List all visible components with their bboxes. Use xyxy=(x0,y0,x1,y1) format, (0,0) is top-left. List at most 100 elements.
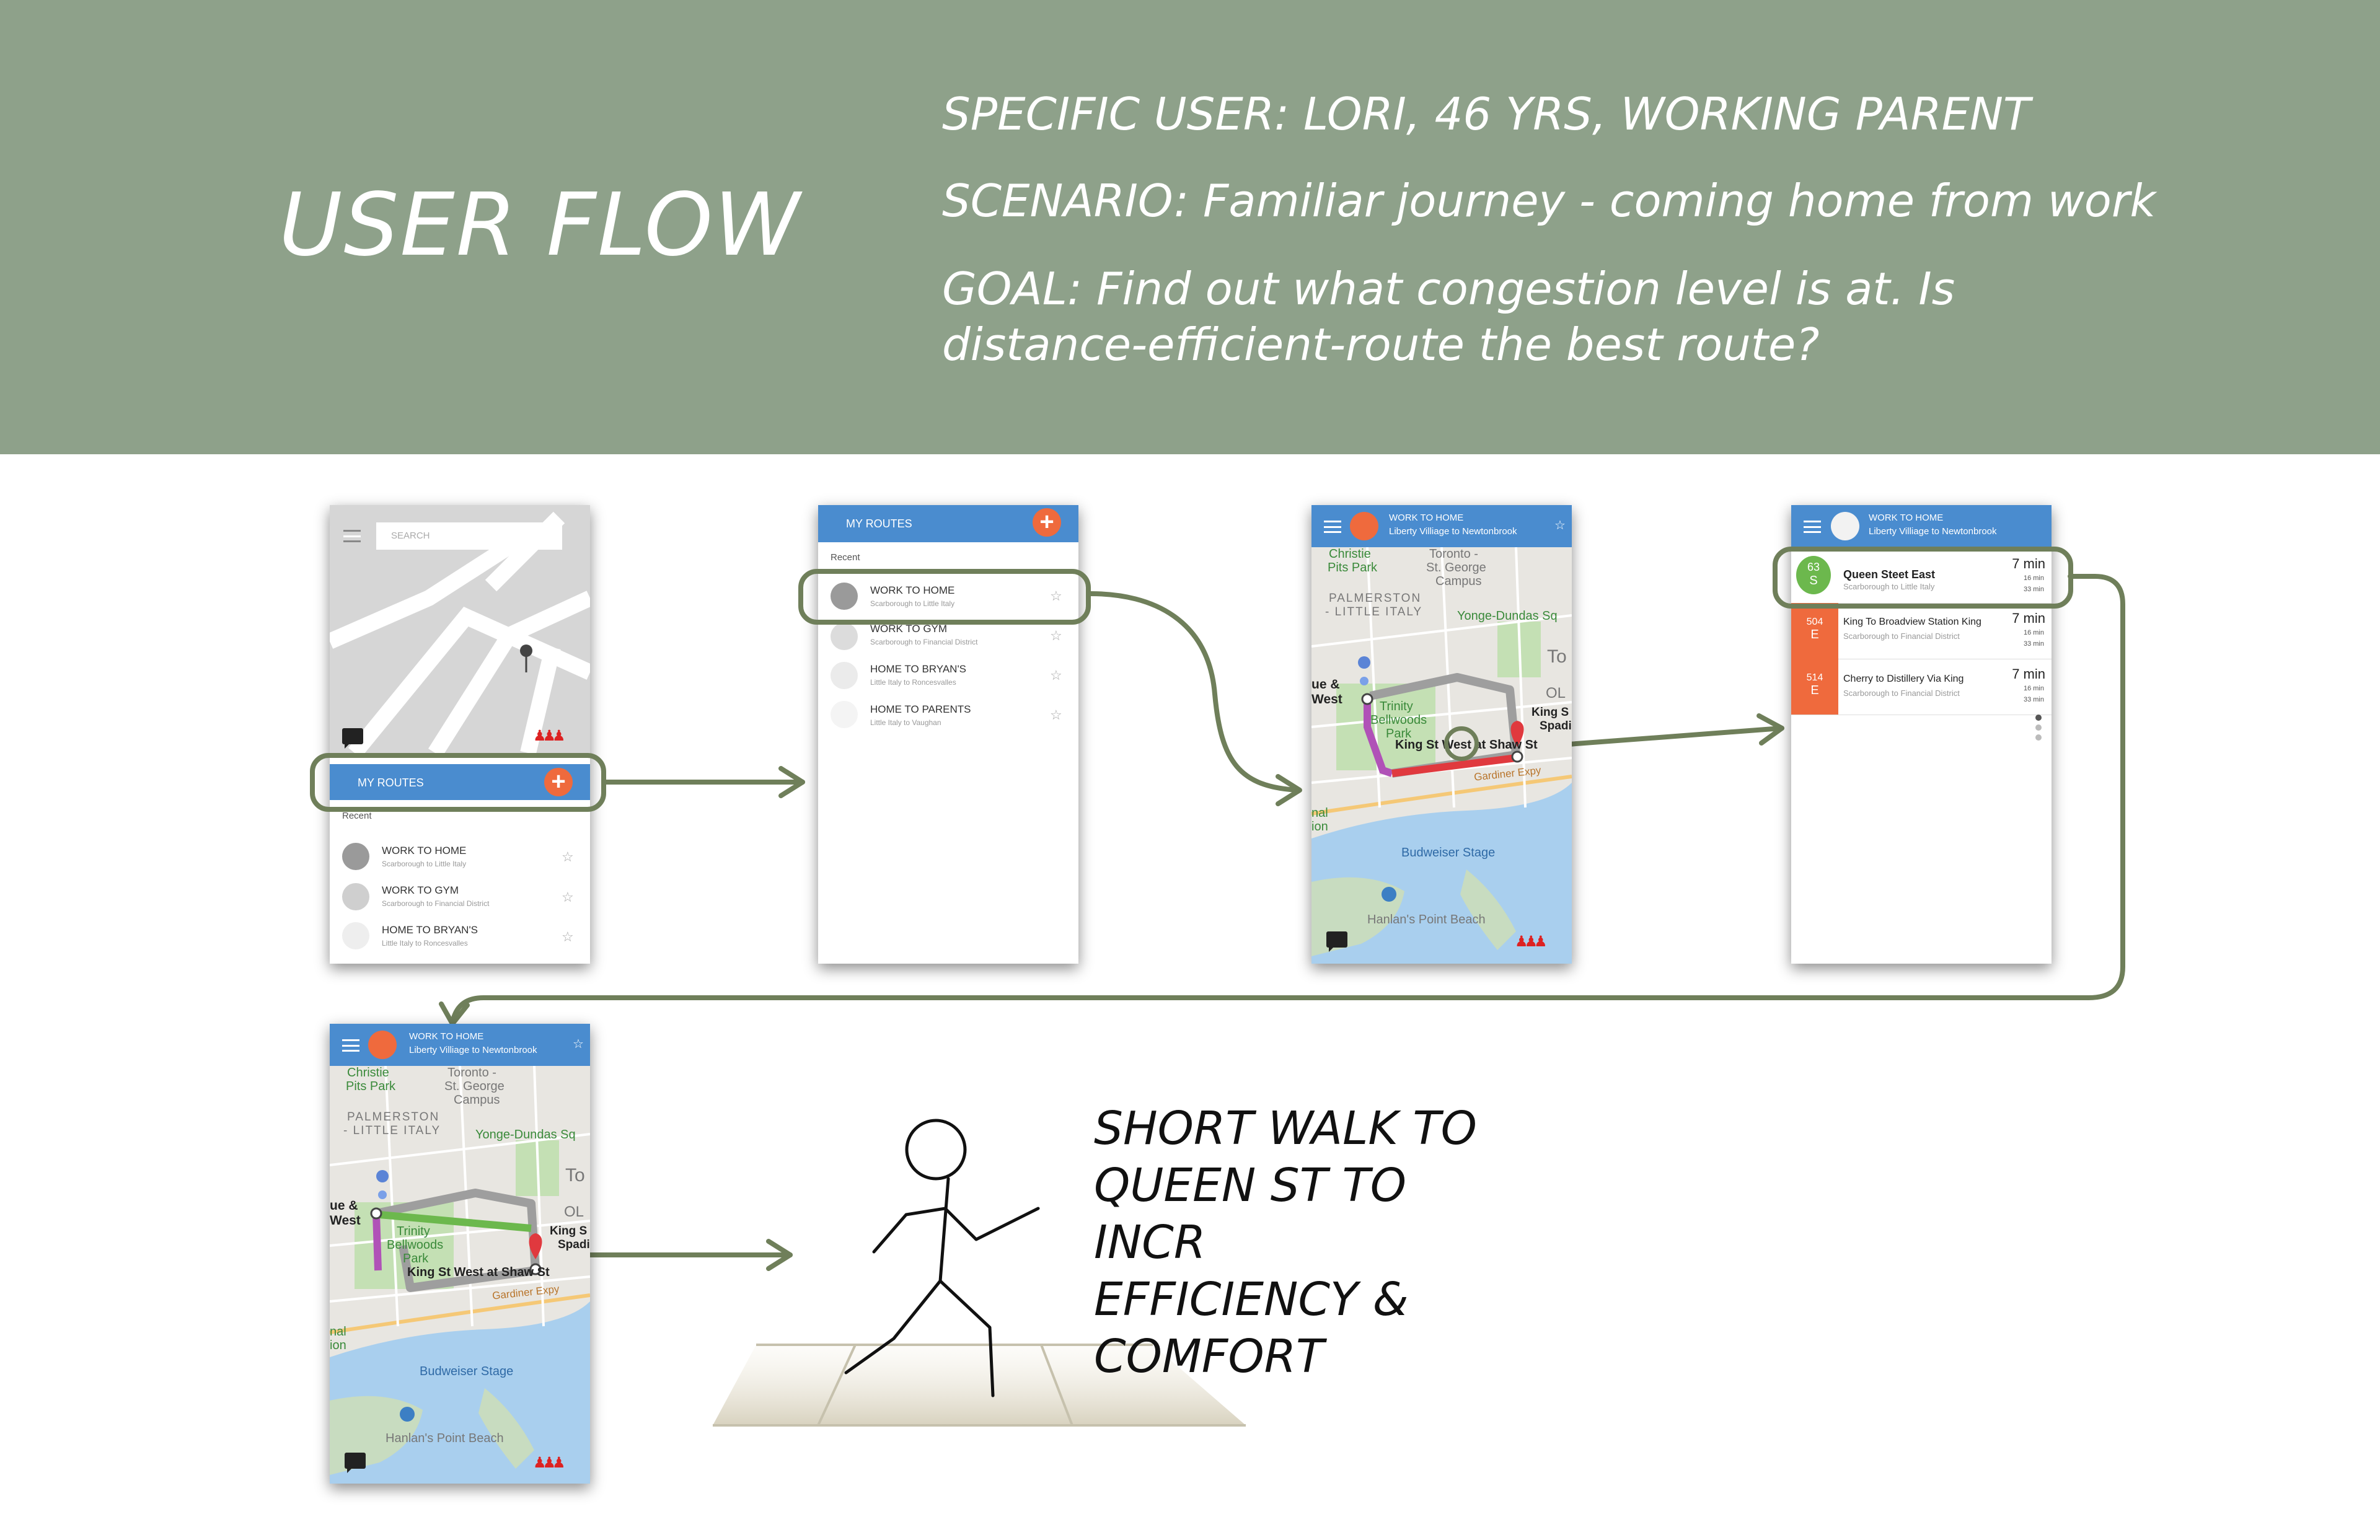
route-title[interactable]: WORK TO HOME xyxy=(382,845,467,856)
map-label: Park xyxy=(403,1252,429,1265)
menu-icon[interactable] xyxy=(1324,521,1341,533)
map-label: King S xyxy=(550,1225,588,1238)
route-subtitle: Scarborough to Financial District xyxy=(382,899,490,908)
add-route-button[interactable]: + xyxy=(1033,508,1061,537)
screen-route-options: WORK TO HOME Liberty Villiage to Newtonb… xyxy=(1791,505,2052,964)
line-number: 514 xyxy=(1806,672,1823,683)
highlight-queen-option xyxy=(1773,547,2073,609)
chat-icon[interactable] xyxy=(342,728,363,749)
route-subtitle: Little Italy to Roncesvalles xyxy=(870,678,956,687)
route-avatar xyxy=(342,843,369,870)
option-sub: Scarborough to Little Italy xyxy=(1843,582,1935,591)
star-icon[interactable]: ☆ xyxy=(1554,519,1566,532)
caption-line: INCR xyxy=(1094,1216,1206,1269)
search-bar[interactable]: SEARCH xyxy=(376,522,562,550)
arrow-3-head xyxy=(1756,713,1784,746)
map-label: St. George xyxy=(444,1080,505,1093)
highlight-work-to-home xyxy=(798,569,1091,625)
menu-icon[interactable] xyxy=(343,530,361,542)
chat-icon[interactable] xyxy=(345,1453,366,1473)
menu-icon[interactable] xyxy=(1804,521,1821,533)
map-label: OL xyxy=(1546,685,1566,702)
route-avatar xyxy=(342,922,369,949)
myroutes-bar: MY ROUTES + xyxy=(818,505,1078,542)
route-title[interactable]: HOME TO PARENTS xyxy=(870,703,971,715)
recent-label: Recent xyxy=(831,552,860,563)
caption-line: SHORT WALK TO xyxy=(1094,1102,1477,1155)
map-label: King S xyxy=(1532,706,1569,719)
crowd-icon: ♟♟♟ xyxy=(1515,933,1547,950)
option-time-3: 33 min xyxy=(2023,640,2044,648)
search-input[interactable]: SEARCH xyxy=(391,530,430,541)
specific-user-text: SPECIFIC USER: LORI, 46 YRS, WORKING PAR… xyxy=(942,88,2030,140)
goal-text-line2: distance-efficient-route the best route? xyxy=(942,319,1820,371)
myroutes-bar[interactable]: MY ROUTES + xyxy=(330,764,590,800)
line-number: 63 xyxy=(1807,561,1820,573)
transit-option[interactable]: 504 E King To Broadview Station King Sca… xyxy=(1791,603,2052,659)
route-subtitle: Little Italy to Vaughan xyxy=(870,718,941,727)
arrow-4 xyxy=(450,574,2125,1025)
transit-option[interactable]: 63 S Queen Steet East Scarborough to Lit… xyxy=(1791,547,2052,604)
map-label: West xyxy=(330,1213,361,1228)
map-label: PALMERSTON xyxy=(347,1111,440,1124)
screen-my-routes: MY ROUTES + Recent WORK TO HOME Scarboro… xyxy=(818,505,1078,964)
map-label: Budweiser Stage xyxy=(420,1365,514,1378)
map-label: Park xyxy=(1386,727,1412,741)
route-title[interactable]: HOME TO BRYAN'S xyxy=(382,924,478,936)
route-title[interactable]: WORK TO GYM xyxy=(870,623,948,635)
line-number: 504 xyxy=(1806,617,1823,627)
route-map[interactable]: Christie Pits Park Toronto - St. George … xyxy=(330,1066,590,1484)
map-label: Campus xyxy=(454,1093,500,1107)
add-route-button[interactable]: + xyxy=(544,768,573,796)
route-map[interactable]: Christie Pits Park Toronto - St. George … xyxy=(1311,547,1572,964)
star-icon[interactable]: ☆ xyxy=(1050,667,1062,683)
line-badge: 63 S xyxy=(1796,556,1831,594)
map-label: ue & xyxy=(330,1199,358,1213)
star-icon[interactable]: ☆ xyxy=(562,929,574,944)
map-label: - LITTLE ITALY xyxy=(1325,605,1423,618)
star-icon[interactable]: ☆ xyxy=(1050,707,1062,723)
crowd-icon: ♟♟♟ xyxy=(533,1454,565,1471)
route-title[interactable]: WORK TO GYM xyxy=(382,884,459,896)
star-icon[interactable]: ☆ xyxy=(1050,628,1062,643)
route-title: WORK TO HOME xyxy=(1869,513,1944,523)
map-label: Christie xyxy=(1329,547,1371,561)
option-sub: Scarborough to Financial District xyxy=(1843,689,1960,698)
option-time-2: 16 min xyxy=(2023,685,2044,692)
pager-dot xyxy=(2035,734,2042,741)
star-icon[interactable]: ☆ xyxy=(573,1037,584,1051)
map-label: PALMERSTON xyxy=(1329,592,1422,605)
screen-home-map: SEARCH ♟♟♟ MY ROUTES + Recent WORK TO HO… xyxy=(330,505,590,964)
option-time: 7 min xyxy=(2012,556,2045,571)
star-icon[interactable]: ☆ xyxy=(562,849,574,865)
route-title[interactable]: HOME TO BRYAN'S xyxy=(870,663,967,675)
caption-line: EFFICIENCY & xyxy=(1094,1273,1409,1326)
arrow-1-head xyxy=(778,766,805,798)
pager-dot xyxy=(2035,715,2042,721)
star-icon[interactable]: ☆ xyxy=(562,889,574,905)
goal-text-line1: GOAL: Find out what congestion level is … xyxy=(942,263,1955,315)
highlight-stop xyxy=(1444,726,1479,761)
route-avatar xyxy=(831,583,858,610)
transit-option[interactable]: 514 E Cherry to Distillery Via King Scar… xyxy=(1791,659,2052,715)
map-label: Yonge-Dundas Sq xyxy=(1457,609,1558,623)
map-label: Spadi xyxy=(558,1238,590,1251)
menu-icon[interactable] xyxy=(342,1039,359,1052)
line-letter: E xyxy=(1810,684,1819,697)
myroutes-label: MY ROUTES xyxy=(358,777,424,789)
route-subtitle: Little Italy to Roncesvalles xyxy=(382,939,468,948)
map-label: To xyxy=(1547,646,1567,667)
pager-dot xyxy=(2035,724,2042,731)
chat-icon[interactable] xyxy=(1326,931,1347,952)
highlight-myroutes xyxy=(310,753,606,812)
route-avatar xyxy=(1831,512,1859,540)
home-map[interactable]: SEARCH ♟♟♟ xyxy=(330,505,590,753)
star-icon[interactable]: ☆ xyxy=(1050,588,1062,604)
map-label: Bellwoods xyxy=(1370,713,1427,727)
pager-dots xyxy=(2035,715,2042,741)
arrow-5-head xyxy=(766,1239,793,1271)
route-title[interactable]: WORK TO HOME xyxy=(870,584,955,596)
walk-caption: SHORT WALK TO QUEEN ST TO INCR EFFICIENC… xyxy=(1094,1100,1477,1385)
option-time-2: 16 min xyxy=(2023,629,2044,636)
map-label: Toronto - xyxy=(1429,547,1478,561)
